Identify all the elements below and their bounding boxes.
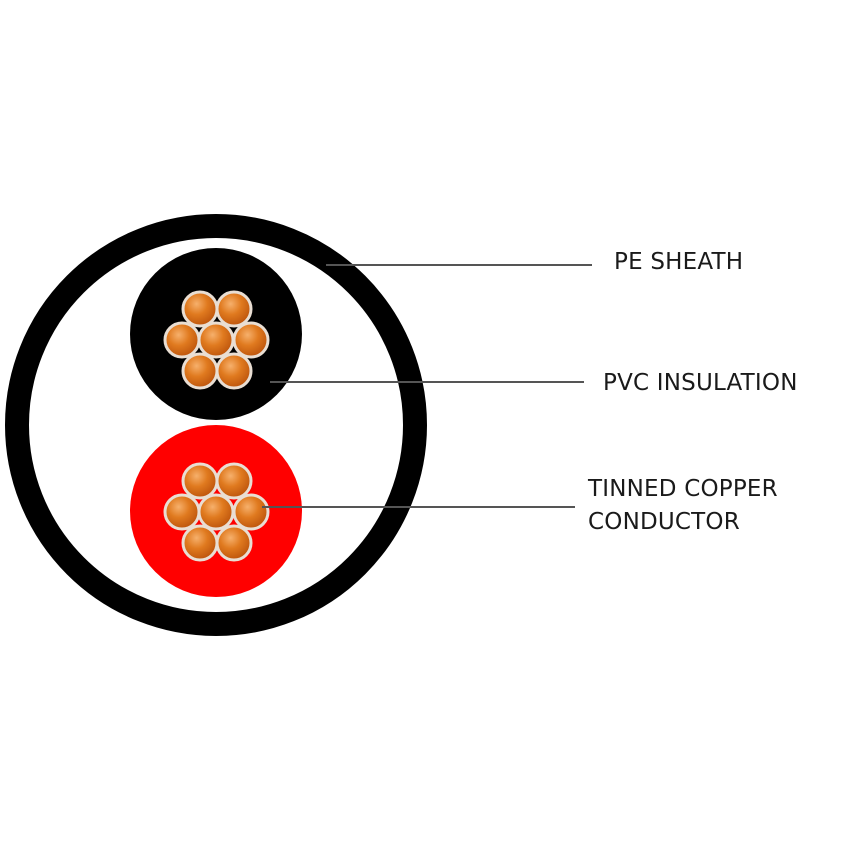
black-core-strand-1	[181, 290, 219, 328]
black-core-strand-4	[197, 321, 235, 359]
black-core-strand-3	[163, 321, 201, 359]
black-core-strand-2	[215, 290, 253, 328]
red-core-strand-2	[215, 462, 253, 500]
black-core-strand-7	[215, 352, 253, 390]
label-conductor-line-2: CONDUCTOR	[588, 509, 740, 535]
label-pvc-insulation: PVC INSULATION	[603, 370, 798, 396]
red-core-strand-1	[181, 462, 219, 500]
red-core-strand-7	[215, 524, 253, 562]
red-core-strand-5	[232, 493, 270, 531]
conductor-strands-black-core	[163, 290, 270, 390]
red-core-strand-3	[163, 493, 201, 531]
black-core-strand-5	[232, 321, 270, 359]
label-tinned-copper-conductor: TINNED COPPER CONDUCTOR	[588, 473, 778, 539]
black-core-strand-6	[181, 352, 219, 390]
red-core-strand-6	[181, 524, 219, 562]
conductor-strands-red-core	[163, 462, 270, 562]
label-pe-sheath: PE SHEATH	[614, 249, 744, 275]
label-conductor-line-1: TINNED COPPER	[588, 476, 778, 502]
red-core-strand-4	[197, 493, 235, 531]
